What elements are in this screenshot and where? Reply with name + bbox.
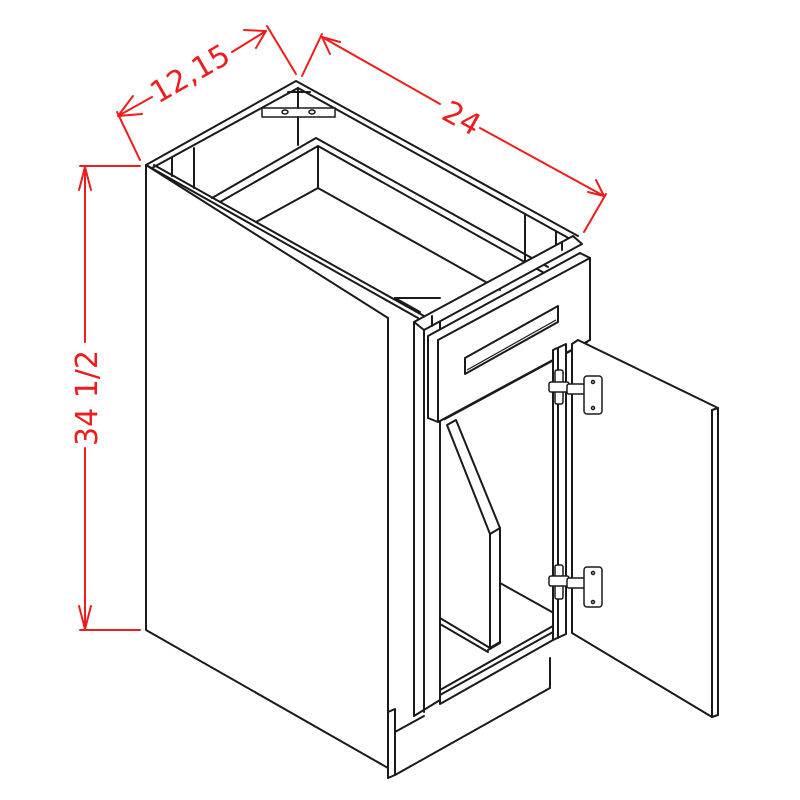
height-label: 34 1/2 xyxy=(70,350,105,446)
height-dimension: 34 1/2 xyxy=(70,165,141,631)
interior-drawer-box xyxy=(211,137,549,313)
drawer-recess xyxy=(464,305,559,375)
upper-hinge xyxy=(548,369,603,415)
depth-label: 12,15 xyxy=(145,38,237,111)
front-top-rail xyxy=(413,235,583,331)
depth-dimension: 12,15 xyxy=(116,25,297,161)
pull-out-divider xyxy=(446,419,501,649)
lower-hinge xyxy=(548,564,603,608)
width-dimension: 24 xyxy=(301,33,607,233)
left-side-panel xyxy=(145,164,389,769)
width-label: 24 xyxy=(436,94,486,143)
top-frame xyxy=(145,80,579,319)
open-door xyxy=(571,339,719,718)
top-corner-bracket xyxy=(261,87,336,146)
toe-kick xyxy=(387,657,551,779)
drawer-front xyxy=(427,252,591,423)
